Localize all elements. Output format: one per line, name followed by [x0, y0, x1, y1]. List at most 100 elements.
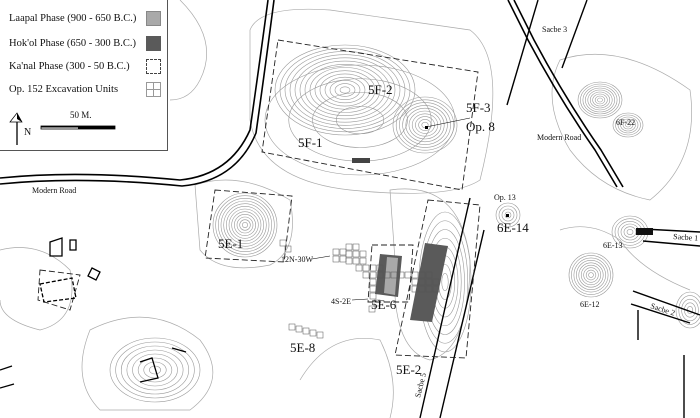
excavation-unit: [345, 250, 353, 258]
label-5e-1: 5E-1: [218, 236, 243, 251]
label-6e-13: 6E-13: [603, 241, 623, 250]
north-arrow-icon: [9, 112, 116, 145]
legend-label: Op. 152 Excavation Units: [9, 84, 119, 95]
modern-roads: [0, 0, 624, 188]
excavation-unit: [359, 257, 367, 265]
legend-item-excavation-units: Op. 152 Excavation Units: [9, 82, 161, 97]
contour-line: [304, 63, 386, 117]
contour-line: [675, 291, 700, 329]
contour-line: [264, 64, 456, 176]
contour-line: [597, 97, 603, 103]
contour-line: [612, 112, 644, 138]
legend-item-hokol: Hok'ol Phase (650 - 300 B.C.): [9, 36, 161, 51]
excavation-unit: [339, 255, 347, 263]
label-5e-8: 5E-8: [290, 340, 315, 355]
contour-line: [284, 51, 406, 129]
excavation-unit: [352, 250, 360, 258]
contour-line: [495, 202, 521, 228]
contour-line: [312, 92, 408, 148]
contour-line: [120, 345, 190, 395]
contour-line: [132, 353, 178, 387]
contour-line: [678, 295, 700, 325]
excavation-unit: [295, 325, 303, 333]
label-6e-12: 6E-12: [580, 300, 600, 309]
contour-line: [623, 226, 637, 238]
contour-line: [242, 222, 248, 228]
contour-line: [215, 195, 275, 255]
contour-line: [309, 67, 381, 113]
excavation-unit: [345, 243, 353, 251]
contour-line: [335, 105, 385, 135]
label-5e-6: 5E-6: [371, 297, 397, 312]
contour-line: [289, 54, 401, 126]
contour-line: [580, 83, 620, 117]
contour-line: [234, 214, 256, 236]
excavation-unit: [404, 271, 412, 279]
contour-line: [585, 87, 615, 113]
legend-label: Hok'ol Phase (650 - 300 B.C.): [9, 38, 137, 49]
kanal-phase-outlines: [37, 39, 481, 359]
contour-line: [402, 105, 448, 145]
north-label: N: [24, 127, 32, 138]
excavation-unit: [376, 264, 384, 272]
contour-line: [622, 120, 634, 130]
excavation-unit: [362, 264, 370, 272]
excavation-unit: [369, 292, 377, 300]
contour-line: [588, 272, 594, 278]
excavation-unit: [309, 329, 317, 337]
contour-line: [587, 89, 613, 111]
label-sacbe-3: Sacbe 3: [542, 25, 567, 34]
excavation-unit: [397, 271, 405, 279]
contour-line: [126, 349, 184, 391]
contour-line: [231, 211, 259, 239]
label-sacbe-1: Sacbe 1: [673, 232, 699, 243]
contour-line: [226, 206, 264, 244]
laapal-swatch-icon: [146, 11, 161, 26]
excavation-unit: [352, 257, 360, 265]
excavation-unit: [316, 331, 324, 339]
contour-line: [583, 267, 599, 283]
contour-line: [314, 70, 376, 110]
legend-label: Laapal Phase (900 - 650 B.C.): [9, 13, 137, 24]
contour-line: [218, 198, 272, 252]
contour-line: [329, 80, 361, 100]
excavation-unit: [279, 239, 287, 247]
label-sacbe-2: Sacbe 2: [649, 301, 676, 317]
excavation-unit: [362, 271, 370, 279]
contour-line: [109, 337, 201, 403]
contour-line: [580, 264, 602, 286]
contour-line: [626, 229, 634, 235]
excavation-unit: [352, 243, 360, 251]
excavation-unit: [376, 271, 384, 279]
map-labels: 5F-1 5F-2 5F-3 Op. 8 Modern Road Modern …: [32, 25, 699, 398]
contour-line: [498, 205, 518, 225]
contour-line: [585, 269, 597, 281]
contour-line: [568, 252, 614, 298]
contour-line: [223, 203, 267, 247]
hokol-swatch-icon: [146, 36, 161, 51]
contour-line: [236, 216, 254, 234]
excavation-unit: [359, 250, 367, 258]
contour-line: [392, 96, 458, 154]
label-6e-14: 6E-14: [497, 220, 529, 235]
excavation-unit: [432, 278, 440, 286]
contour-line: [395, 99, 455, 151]
excavation-unit: [418, 278, 426, 286]
contour-line: [592, 93, 608, 107]
excavation-unit: [369, 264, 377, 272]
excavation-unit: [383, 271, 391, 279]
contour-line: [501, 208, 515, 222]
label-5f-3: 5F-3: [466, 100, 491, 115]
excavation-unit: [355, 264, 363, 272]
excavation-unit: [425, 278, 433, 286]
contour-line: [617, 116, 639, 134]
label-5f-2: 5F-2: [368, 82, 393, 97]
sacbe-lines: [419, 0, 700, 418]
small-buildings: [0, 237, 187, 389]
grid-swatch-icon: [146, 82, 161, 97]
contour-line: [418, 119, 432, 131]
contour-line: [441, 272, 449, 292]
label-5e-2: 5E-2: [396, 362, 421, 377]
